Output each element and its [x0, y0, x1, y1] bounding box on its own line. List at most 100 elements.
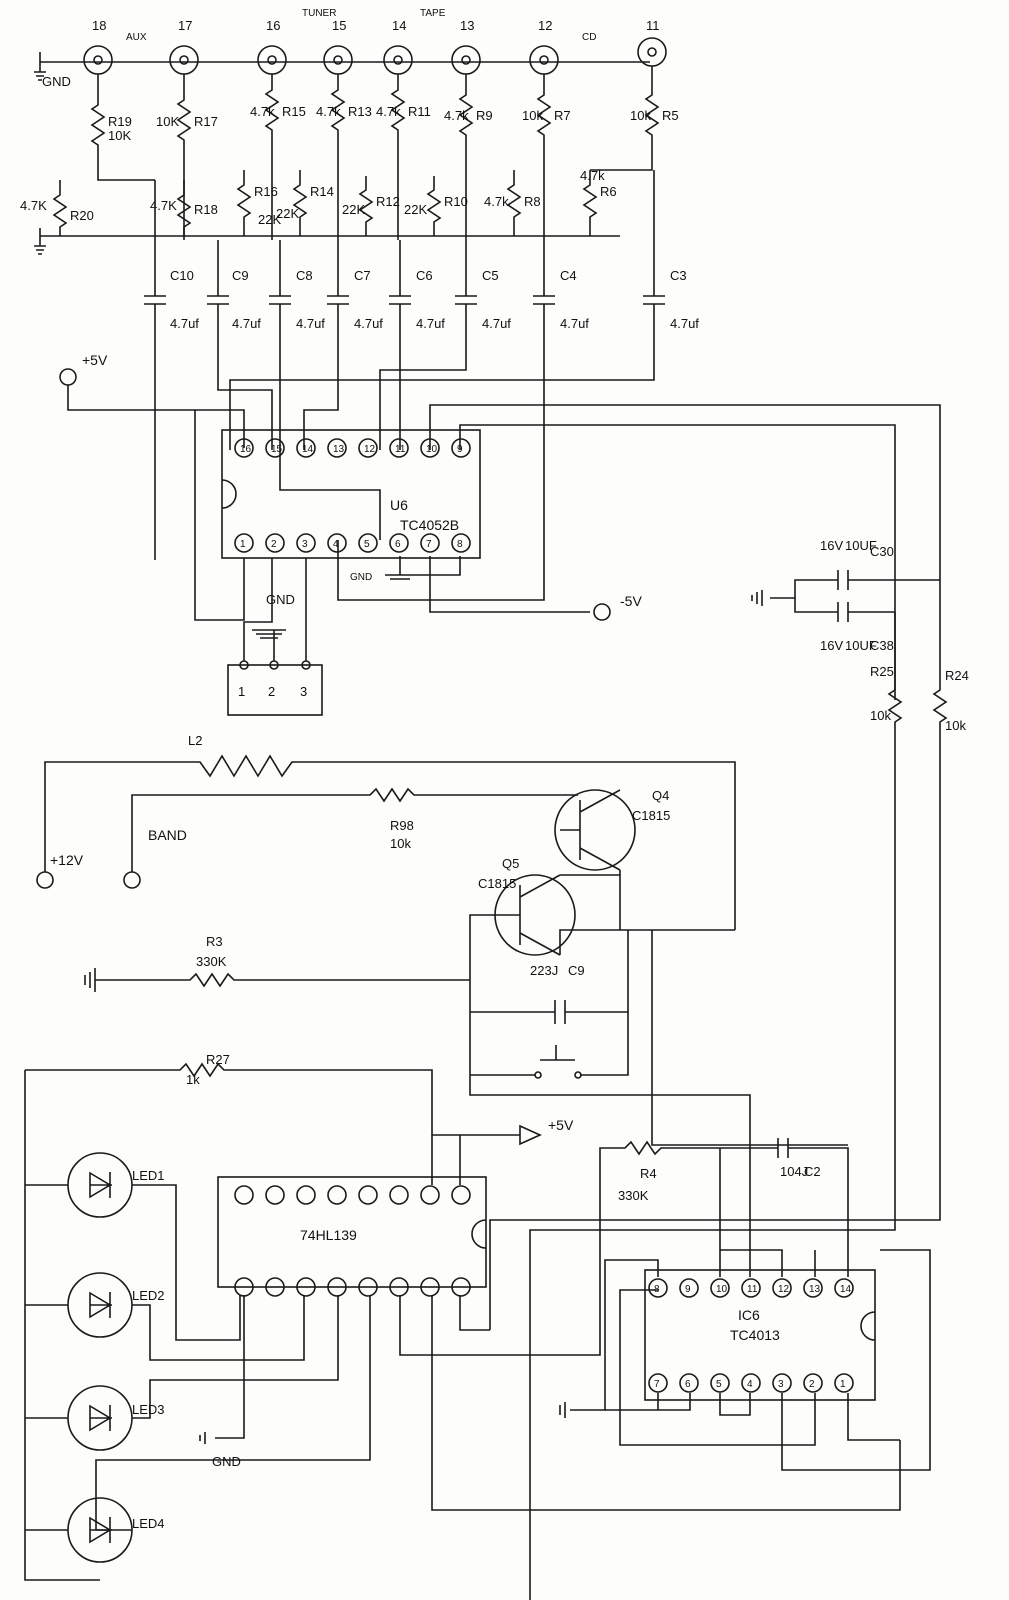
band-label: BAND	[148, 827, 187, 843]
u6-pin-number: 1	[240, 539, 246, 550]
ic6-pin-circle	[710, 1278, 730, 1298]
ic6-pin-number: 11	[747, 1284, 758, 1295]
c6-value: 4.7uf	[416, 316, 445, 331]
ic6-pin-number: 6	[685, 1379, 691, 1390]
ic6-pin-circle	[772, 1373, 792, 1393]
c30-label: C30	[870, 544, 894, 559]
conn-pin2: 2	[268, 684, 275, 699]
u6-pin-circle	[451, 533, 471, 553]
decoder-gnd-label: GND	[212, 1454, 241, 1469]
r98-value: 10k	[390, 836, 411, 851]
c30-value: 10UF	[845, 538, 877, 553]
r12-value: 22K	[342, 202, 365, 217]
r18-value: 4.7K	[150, 198, 177, 213]
ic6-pin-number: 3	[778, 1379, 784, 1390]
ic6-pin-circle	[834, 1373, 854, 1393]
u6-pin-circle	[327, 533, 347, 553]
r20-value: 4.7K	[20, 198, 47, 213]
ic6-pin-number: 14	[840, 1284, 852, 1295]
jack-15-label: 15	[332, 18, 346, 33]
ic74-pin-circle	[420, 1277, 440, 1297]
ic6-pin-number: 5	[716, 1379, 722, 1390]
r7-label: R7	[554, 108, 571, 123]
ic6-pin-circle	[648, 1373, 668, 1393]
u6-pin-number: 13	[333, 444, 345, 455]
r7-value: 10k	[522, 108, 543, 123]
u6-pin-circle	[358, 438, 378, 458]
aux-label: AUX	[126, 32, 147, 43]
ic6-pin-circle	[803, 1373, 823, 1393]
ic6-pin-circle	[834, 1278, 854, 1298]
minus5v-label: -5V	[620, 593, 642, 609]
c2-value: 104J	[780, 1164, 808, 1179]
ic6-pin-circle	[710, 1373, 730, 1393]
r3-value: 330K	[196, 954, 227, 969]
c4-value: 4.7uf	[560, 316, 589, 331]
c8-value: 4.7uf	[296, 316, 325, 331]
ic6-pin-circle	[679, 1278, 699, 1298]
r20-label: R20	[70, 208, 94, 223]
u6-gnd-label: GND	[350, 572, 372, 583]
u6-label: U6	[390, 497, 408, 513]
r5-value: 10k	[630, 108, 651, 123]
q5-label: Q5	[502, 856, 519, 871]
ic74-pin-circle	[265, 1185, 285, 1205]
u6-pin-circle	[265, 438, 285, 458]
r13-label: R13	[348, 104, 372, 119]
ic6-pin-circle	[803, 1278, 823, 1298]
led2-label: LED2	[132, 1288, 165, 1303]
r10-label: R10	[444, 194, 468, 209]
plus5v-label-top: +5V	[82, 352, 108, 368]
ic74-pin-circle	[265, 1277, 285, 1297]
ic6-pin-number: 4	[747, 1379, 753, 1390]
ic6-label: IC6	[738, 1307, 760, 1323]
conn-gnd-label: GND	[266, 592, 295, 607]
c5-value: 4.7uf	[482, 316, 511, 331]
jack-14-label: 14	[392, 18, 406, 33]
ic74-pin-circle	[451, 1277, 471, 1297]
u6-pin-circle	[234, 533, 254, 553]
r11-label: R11	[408, 104, 431, 119]
r15-value: 4.7k	[250, 104, 275, 119]
ic6-pin-circle	[679, 1373, 699, 1393]
ic6-pin-circle	[741, 1373, 761, 1393]
u6-pin-circle	[389, 438, 409, 458]
c5-label: C5	[482, 268, 499, 283]
r15-label: R15	[282, 104, 306, 119]
c2-label: C2	[804, 1164, 821, 1179]
ic74-pin-circle	[420, 1185, 440, 1205]
input-resistors: R19 10K R17 10K R15 4.7k R13 4.7k R11 4.…	[20, 66, 679, 255]
r27-label: R27	[206, 1052, 230, 1067]
ic6-pin-circle	[648, 1278, 668, 1298]
ic6-pin-circle	[772, 1278, 792, 1298]
r8-value: 4.7k	[484, 194, 509, 209]
u6-pin-number: 16	[240, 444, 252, 455]
c10-label: C10	[170, 268, 194, 283]
r98-label: R98	[390, 818, 414, 833]
r14-label: R14	[310, 184, 334, 199]
c4-label: C4	[560, 268, 577, 283]
ic6-pin-number: 10	[716, 1284, 728, 1295]
r25-value: 10k	[870, 708, 891, 723]
cd-label: CD	[582, 32, 596, 43]
ic74-pin-circle	[389, 1277, 409, 1297]
c38-value: 10UF	[845, 638, 877, 653]
ic6-pin-number: 2	[809, 1379, 815, 1390]
c38-voltage: 16V	[820, 638, 843, 653]
u6-pin-circle	[296, 533, 316, 553]
ic74-pin-circle	[327, 1185, 347, 1205]
led3-label: LED3	[132, 1402, 165, 1417]
c7-value: 4.7uf	[354, 316, 383, 331]
ic74-pin-circle	[358, 1185, 378, 1205]
tuner-label: TUNER	[302, 8, 336, 19]
r5-label: R5	[662, 108, 679, 123]
q4-label: Q4	[652, 788, 669, 803]
c3-label: C3	[670, 268, 687, 283]
r16-value: 22K	[258, 212, 281, 227]
jack-11-label: 11	[646, 18, 660, 33]
u6-pin-number: 7	[426, 539, 432, 550]
ic6-pin-number: 1	[840, 1379, 846, 1390]
